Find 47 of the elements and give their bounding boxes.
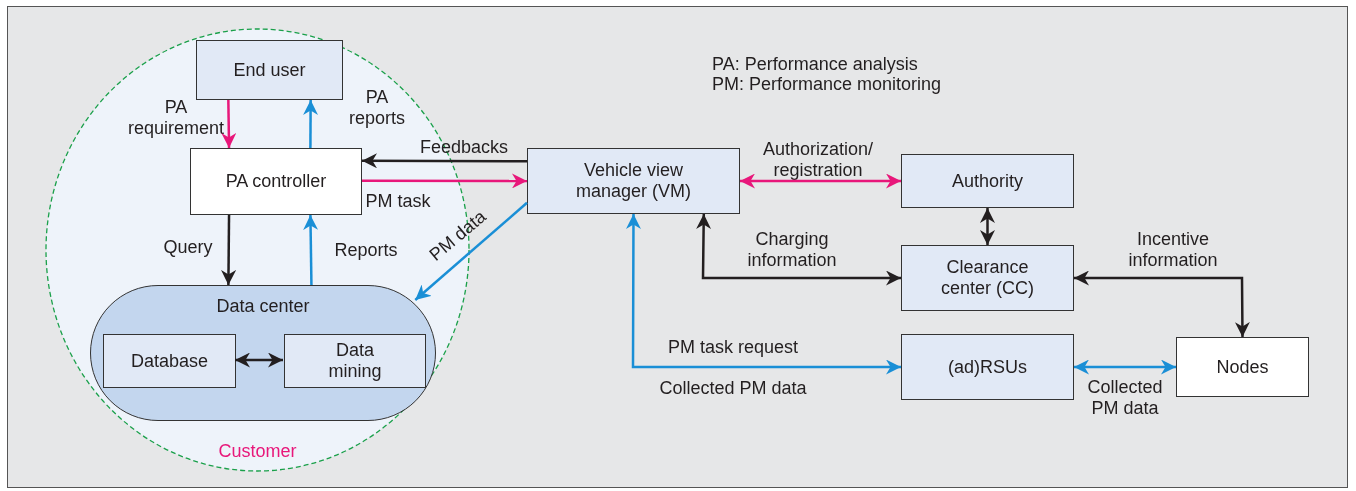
arrow bbox=[362, 153, 527, 169]
arrow bbox=[980, 208, 995, 245]
process-box bbox=[103, 334, 236, 388]
arrow bbox=[740, 173, 901, 189]
node-label: Customer bbox=[218, 441, 297, 462]
arrow bbox=[303, 215, 319, 285]
process-box bbox=[901, 154, 1074, 208]
node-label: Authority bbox=[951, 170, 1023, 192]
arrow bbox=[221, 100, 237, 148]
edge-label: Feedbacks bbox=[419, 136, 509, 158]
process-box bbox=[190, 148, 362, 215]
arrow bbox=[625, 214, 901, 375]
edge-label: Collected PM data bbox=[1086, 377, 1164, 419]
node-label: Data center bbox=[216, 296, 310, 317]
arrow bbox=[696, 214, 901, 286]
edge-label: PM task request bbox=[667, 336, 799, 358]
process-box bbox=[196, 40, 343, 100]
edge-label: Incentive information bbox=[1127, 229, 1219, 271]
process-box bbox=[901, 334, 1074, 400]
edge-label: Query bbox=[163, 236, 213, 258]
edge-label: Authorization/ registration bbox=[761, 139, 875, 181]
node-label: End user bbox=[233, 59, 306, 81]
arrow bbox=[1074, 359, 1176, 375]
node-label: Clearance center (CC) bbox=[940, 257, 1035, 299]
arrow bbox=[414, 201, 528, 301]
edge-label: PA requirement bbox=[126, 97, 225, 139]
abbreviation-note: PA: Performance analysis bbox=[712, 53, 918, 75]
node-label: (ad)RSUs bbox=[948, 356, 1027, 378]
edge-label: PA reports bbox=[348, 87, 406, 129]
annotation-text: Collected PM data bbox=[659, 377, 807, 399]
arrow bbox=[362, 173, 527, 189]
node-label: Database bbox=[130, 350, 209, 372]
process-box bbox=[284, 334, 426, 388]
process-box bbox=[901, 245, 1074, 311]
node-label: Vehicle view manager (VM) bbox=[575, 160, 692, 202]
node-label: Data mining bbox=[327, 340, 383, 382]
arrow bbox=[221, 215, 237, 285]
arrow bbox=[1074, 270, 1250, 337]
edge-label: Reports bbox=[334, 239, 398, 261]
edge-label: Charging information bbox=[746, 229, 838, 271]
node-label: PA controller bbox=[225, 171, 327, 192]
node-label: Nodes bbox=[1216, 356, 1269, 378]
arrow bbox=[235, 352, 283, 368]
process-box bbox=[527, 148, 740, 214]
process-box bbox=[1176, 337, 1309, 397]
abbreviation-note: PM: Performance monitoring bbox=[712, 73, 942, 95]
arrow bbox=[303, 100, 319, 148]
